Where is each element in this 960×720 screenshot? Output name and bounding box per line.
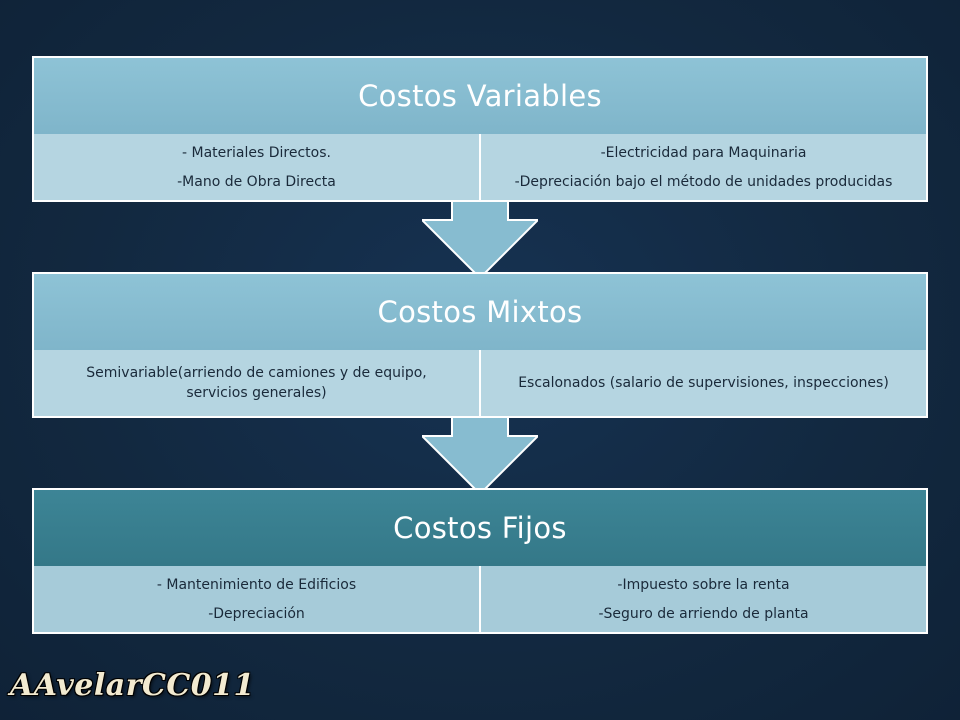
- level-subitems: - Mantenimiento de Edificios -Depreciaci…: [34, 566, 926, 632]
- subitem-text: servicios generales): [186, 385, 327, 401]
- subitem-text: -Depreciación: [208, 605, 305, 622]
- level-title: Costos Mixtos: [34, 274, 926, 350]
- author-signature: AAvelarCC011: [10, 668, 255, 703]
- arrow-down-icon: [422, 200, 538, 280]
- subitem-right: -Electricidad para Maquinaria -Depreciac…: [479, 134, 926, 200]
- subitem-right: Escalonados (salario de supervisiones, i…: [479, 350, 926, 416]
- level-title: Costos Variables: [34, 58, 926, 134]
- level-subitems: - Materiales Directos. -Mano de Obra Dir…: [34, 134, 926, 200]
- level-subitems: Semivariable(arriendo de camiones y de e…: [34, 350, 926, 416]
- level-costos-mixtos: Costos Mixtos Semivariable(arriendo de c…: [32, 272, 928, 418]
- down-arrow-1: [422, 200, 538, 280]
- arrow-down-icon: [422, 416, 538, 496]
- subitem-text: -Electricidad para Maquinaria: [600, 144, 807, 161]
- level-title: Costos Fijos: [34, 490, 926, 566]
- subitem-text: -Depreciación bajo el método de unidades…: [514, 173, 893, 190]
- subitem-left: - Mantenimiento de Edificios -Depreciaci…: [34, 566, 479, 632]
- subitem-text: -Seguro de arriendo de planta: [598, 605, 809, 622]
- level-costos-fijos: Costos Fijos - Mantenimiento de Edificio…: [32, 488, 928, 634]
- subitem-text: - Mantenimiento de Edificios: [156, 576, 357, 593]
- subitem-text: -Impuesto sobre la renta: [617, 576, 790, 593]
- subitem-left: - Materiales Directos. -Mano de Obra Dir…: [34, 134, 479, 200]
- level-costos-variables: Costos Variables - Materiales Directos. …: [32, 56, 928, 202]
- subitem-text: - Materiales Directos.: [182, 144, 331, 161]
- subitem-left: Semivariable(arriendo de camiones y de e…: [34, 350, 479, 416]
- subitem-right: -Impuesto sobre la renta -Seguro de arri…: [479, 566, 926, 632]
- subitem-text: -Mano de Obra Directa: [177, 173, 336, 190]
- subitem-text: Escalonados (salario de supervisiones, i…: [518, 375, 889, 391]
- down-arrow-2: [422, 416, 538, 496]
- subitem-text: Semivariable(arriendo de camiones y de e…: [86, 365, 427, 381]
